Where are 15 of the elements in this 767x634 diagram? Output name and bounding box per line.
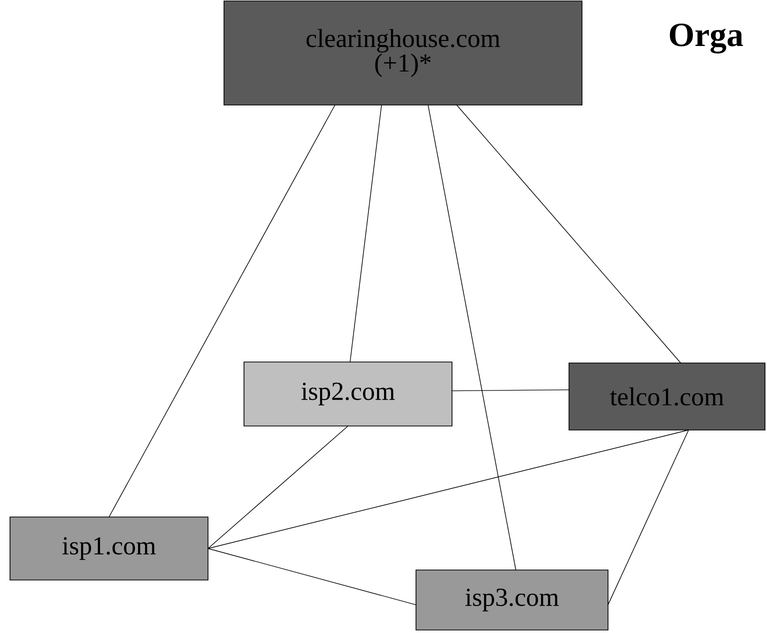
connector-line [350,104,382,362]
domain-box: clearinghouse.com (+1)* [224,0,582,106]
connector-line [208,430,689,549]
domain-box: telco1.com [568,362,766,430]
connector-line [208,548,416,606]
connector-line [108,104,336,518]
domain-box: isp2.com [244,362,452,426]
connector-line [428,104,516,570]
connector-line [608,430,689,606]
connector-line [452,389,570,392]
connector-line [208,426,348,549]
domain-box: isp1.com [10,516,208,580]
domain-box: isp3.com [416,570,608,630]
connector-line [456,104,682,364]
title-text: Orga [670,24,743,54]
